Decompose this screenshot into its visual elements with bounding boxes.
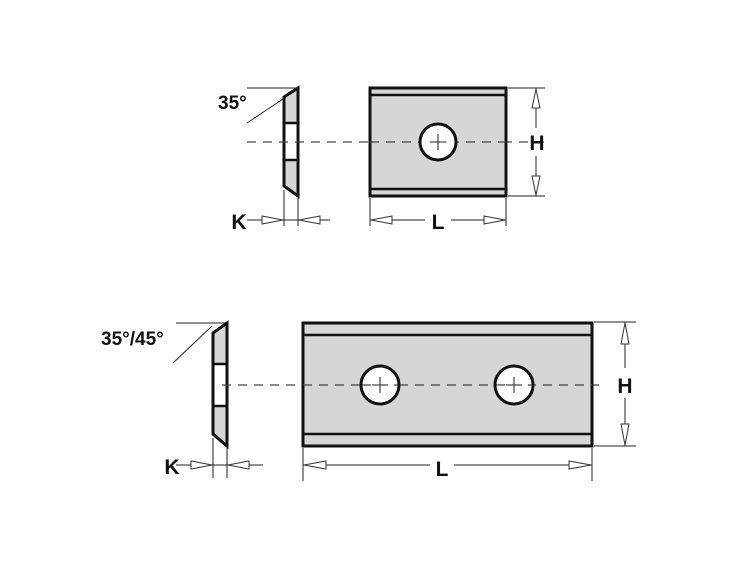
angle-label: 35°/45°: [101, 329, 164, 350]
double-hole-insert: 35°/45° H: [101, 320, 636, 481]
length-dimension: [302, 448, 593, 481]
height-label: H: [617, 375, 632, 398]
thickness-label: K: [231, 211, 246, 234]
length-label: L: [436, 458, 449, 481]
angle-label: 35°: [218, 93, 247, 114]
thickness-dimension: [176, 438, 263, 478]
height-label: H: [529, 132, 544, 155]
length-dimension: [369, 198, 507, 226]
length-label: L: [432, 211, 445, 234]
thickness-label: K: [164, 456, 179, 479]
height-dimension: [508, 87, 545, 197]
front-view: [301, 321, 594, 448]
single-hole-insert: 35° H L: [218, 85, 545, 234]
thickness-dimension: [247, 190, 330, 226]
height-dimension: [594, 321, 636, 447]
front-view: [368, 86, 508, 198]
side-profile: [246, 85, 300, 199]
side-profile: [172, 320, 229, 450]
